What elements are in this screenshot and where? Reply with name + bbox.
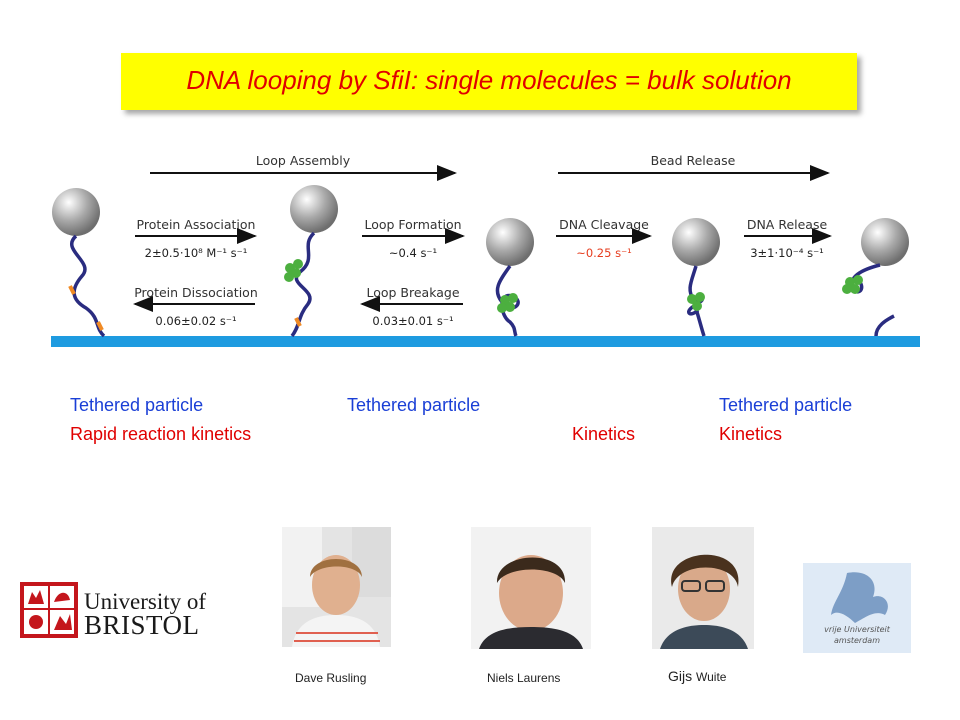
bead-2: [290, 185, 338, 233]
name-niels-laurens: Niels Laurens: [487, 671, 561, 685]
dna-release-label: DNA Release: [747, 217, 828, 232]
state-2-protein-bound: [284, 185, 338, 338]
bristol-crest-icon: [20, 582, 78, 638]
photo-dave-rusling: [282, 527, 391, 647]
name-gijs-last: Wuite: [696, 670, 727, 684]
caption-col4-line2: Kinetics: [719, 424, 783, 444]
surface-bar: [51, 336, 920, 347]
name-gijs-wuite: Gijs Wuite: [668, 668, 726, 684]
slide-title: DNA looping by SfiI: single molecules = …: [186, 65, 792, 95]
vu-line2: amsterdam: [834, 636, 880, 645]
state-1-free-dna: [52, 188, 106, 338]
name-gijs-first: Gijs: [668, 668, 693, 684]
loop-breakage-label: Loop Breakage: [366, 285, 459, 300]
breakage-rate: 0.03±0.01 s⁻¹: [372, 314, 453, 328]
dna-cleavage-label: DNA Cleavage: [559, 217, 649, 232]
bristol-line2: BRISTOL: [84, 610, 200, 640]
association-rate: 2±0.5·10⁸ M⁻¹ s⁻¹: [145, 246, 248, 260]
release-rate: 3±1·10⁻⁴ s⁻¹: [750, 246, 824, 260]
state-4-cleaved: [672, 218, 720, 337]
loop-assembly-label: Loop Assembly: [256, 153, 351, 168]
dissociation-rate: 0.06±0.02 s⁻¹: [155, 314, 236, 328]
bead-4: [672, 218, 720, 266]
bead-1: [52, 188, 100, 236]
griffin-icon: [831, 572, 888, 623]
vu-amsterdam-logo: vrije Universiteit amsterdam: [803, 563, 911, 653]
caption-col2-line1: Tethered particle: [347, 395, 481, 415]
title-banner: DNA looping by SfiI: single molecules = …: [121, 53, 857, 110]
caption-col1-line2: Rapid reaction kinetics: [70, 424, 252, 444]
bead-release-label: Bead Release: [651, 153, 736, 168]
formation-rate: ~0.4 s⁻¹: [389, 246, 437, 260]
vu-line1: vrije Universiteit: [824, 625, 890, 634]
bristol-line1: University of: [84, 589, 207, 614]
state-3-looped: [486, 218, 534, 337]
caption-col4-line1: Tethered particle: [719, 395, 853, 415]
bead-5: [861, 218, 909, 266]
name-dave-rusling: Dave Rusling: [295, 671, 367, 685]
caption-col3-line2: Kinetics: [572, 424, 636, 444]
sfii-looping-diagram: Loop Assembly Bead Release Pr: [51, 153, 920, 347]
photo-niels-laurens: [471, 527, 591, 649]
cleavage-rate: ~0.25 s⁻¹: [576, 246, 632, 260]
state-5-released: [842, 218, 909, 337]
protein-association-label: Protein Association: [137, 217, 256, 232]
loop-formation-label: Loop Formation: [364, 217, 461, 232]
caption-col1-line1: Tethered particle: [70, 395, 204, 415]
protein-dissociation-label: Protein Dissociation: [134, 285, 258, 300]
photo-gijs-wuite: [652, 527, 754, 649]
bead-3: [486, 218, 534, 266]
